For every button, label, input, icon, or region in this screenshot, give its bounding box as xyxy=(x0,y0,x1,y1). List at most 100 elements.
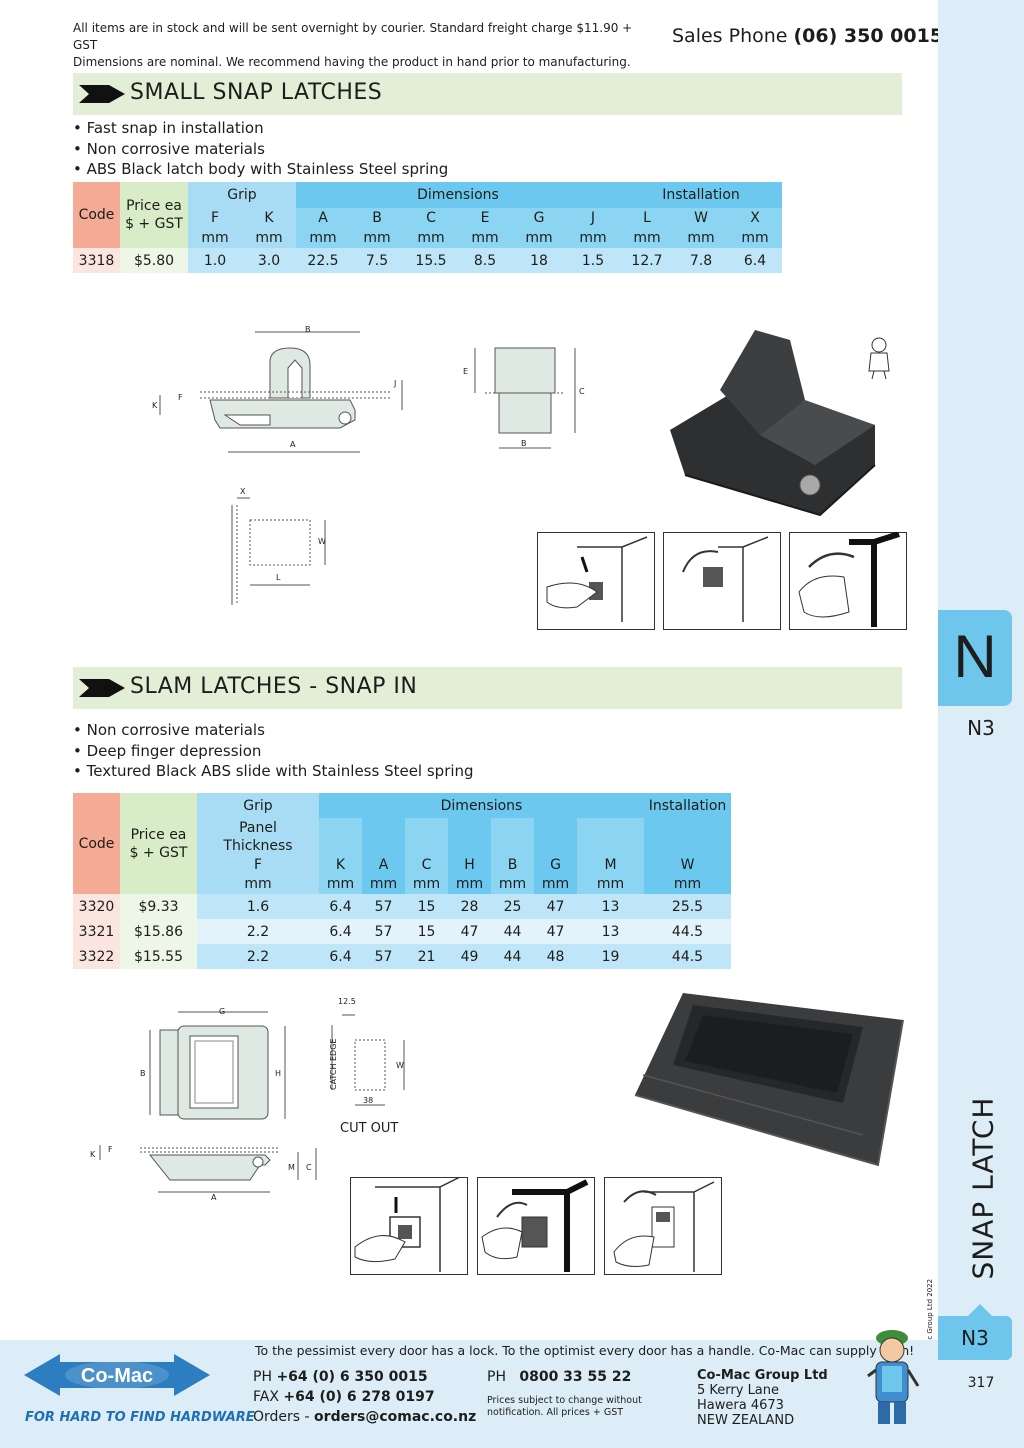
install-step-3 xyxy=(789,532,907,630)
mascot-icon xyxy=(867,1330,920,1424)
cell: 6.4 xyxy=(319,944,362,969)
section-tab[interactable] xyxy=(938,610,1012,706)
col-unit: mm xyxy=(566,228,620,248)
cell-price: $15.86 xyxy=(120,919,197,944)
category-title: SNAP LATCH xyxy=(948,1096,1018,1279)
col-price-label: Price ea xyxy=(126,198,182,214)
bottom-tab-code: N3 xyxy=(961,1326,989,1350)
cell: 21 xyxy=(405,944,448,969)
catch-edge-label: CATCH EDGE xyxy=(329,1039,338,1090)
group-dimensions: Dimensions xyxy=(319,793,644,818)
table-row: 3318 $5.80 1.0 3.0 22.5 7.5 15.5 8.5 18 … xyxy=(73,248,782,273)
dim-label-c: C xyxy=(306,1163,312,1172)
price-note-1: Prices subject to change without xyxy=(487,1395,642,1406)
cell: 13 xyxy=(577,919,644,944)
cell: 13 xyxy=(577,894,644,919)
slam-latch-top-view: G B H xyxy=(140,1007,286,1120)
cell: 15.5 xyxy=(404,248,458,273)
phone-number[interactable]: +64 (0) 6 350 0015 xyxy=(276,1369,428,1385)
cell: 47 xyxy=(534,894,577,919)
section-tab-letter: N xyxy=(953,623,997,690)
table-row: 3322 $15.55 2.2 6.4 57 21 49 44 48 19 44… xyxy=(73,944,731,969)
col-price-gst: $ + GST xyxy=(125,216,183,232)
ph2-label: PH xyxy=(487,1369,506,1385)
cell: 44 xyxy=(491,944,534,969)
footer xyxy=(0,1340,938,1448)
col-unit: mm xyxy=(674,228,728,248)
spacer-cell xyxy=(319,818,362,855)
table-row: 3320 $9.33 1.6 6.4 57 15 28 25 47 13 25.… xyxy=(73,894,731,919)
sales-number[interactable]: (06) 350 0015 xyxy=(793,25,944,47)
cell-code: 3321 xyxy=(73,919,120,944)
cell-code: 3322 xyxy=(73,944,120,969)
col-unit: mm xyxy=(319,874,362,894)
cell: 57 xyxy=(362,944,405,969)
feature-item: • Deep finger depression xyxy=(73,741,262,760)
cell: 7.5 xyxy=(350,248,404,273)
spacer-cell xyxy=(362,818,405,855)
spacer-cell xyxy=(644,818,731,855)
section-header-slam-latches: SLAM LATCHES - SNAP IN xyxy=(73,667,902,709)
cell-code: 3320 xyxy=(73,894,120,919)
cell: 44 xyxy=(491,919,534,944)
col-head: K xyxy=(319,855,362,874)
group-grip: Grip xyxy=(188,182,296,208)
footer-quote: To the pessimist every door has a lock. … xyxy=(255,1343,915,1358)
dim-label-k: K xyxy=(152,401,158,410)
col-unit: mm xyxy=(458,228,512,248)
dim-label-a: A xyxy=(290,440,296,449)
col-unit: mm xyxy=(577,874,644,894)
col-unit: mm xyxy=(534,874,577,894)
slam-latch-side-view: K F A M C xyxy=(90,1145,317,1202)
spacer-cell xyxy=(577,818,644,855)
cell: 57 xyxy=(362,894,405,919)
cell: 49 xyxy=(448,944,491,969)
cell: 22.5 xyxy=(296,248,350,273)
freephone-number[interactable]: 0800 33 55 22 xyxy=(519,1369,632,1385)
install-cutout-drawing: X W L xyxy=(231,487,326,605)
dim-label-12-5: 12.5 xyxy=(338,997,356,1006)
cutout-label: CUT OUT xyxy=(340,1121,399,1136)
slam-latch-photo xyxy=(634,993,904,1167)
dim-label-b: B xyxy=(305,325,311,334)
col-unit: mm xyxy=(197,874,319,894)
address-line: NEW ZEALAND xyxy=(697,1413,795,1428)
cell: 28 xyxy=(448,894,491,919)
install-step-1 xyxy=(350,1177,468,1275)
dim-label-w: W xyxy=(396,1061,404,1070)
cell: 18 xyxy=(512,248,566,273)
address-line: Hawera 4673 xyxy=(697,1398,784,1413)
feature-item: • Non corrosive materials xyxy=(73,721,265,739)
bottom-tab[interactable] xyxy=(938,1316,1012,1360)
side-view-drawing: B A K F J xyxy=(152,325,403,453)
cell: 25.5 xyxy=(644,894,731,919)
address-block: Co-Mac Group Ltd 5 Kerry Lane Hawera 467… xyxy=(697,1368,828,1428)
dim-label-c: C xyxy=(579,387,585,396)
panel-thickness-head: Panel Thickness xyxy=(197,818,319,855)
col-unit: mm xyxy=(362,874,405,894)
dim-label-f: F xyxy=(178,393,183,402)
page-number: 317 xyxy=(967,1375,995,1391)
section-code: N3 xyxy=(967,716,995,740)
cell: 44.5 xyxy=(644,919,731,944)
col-unit: mm xyxy=(404,228,458,248)
orders-email[interactable]: orders@comac.co.nz xyxy=(314,1409,477,1425)
col-code: Code xyxy=(73,793,120,894)
cell-price: $5.80 xyxy=(120,248,188,273)
notice-line-1: All items are in stock and will be sent … xyxy=(73,21,633,52)
col-code: Code xyxy=(73,182,120,248)
feature-item: • Non corrosive materials xyxy=(73,139,265,158)
cell: 2.2 xyxy=(197,944,319,969)
col-head: M xyxy=(577,855,644,874)
dim-label-b2: B xyxy=(521,439,527,448)
cell: 25 xyxy=(491,894,534,919)
col-head: G xyxy=(512,208,566,228)
comac-logo[interactable]: Co-Mac xyxy=(22,1344,212,1406)
group-installation: Installation xyxy=(620,182,782,208)
feature-list: • Non corrosive materials • Deep finger … xyxy=(73,720,474,782)
dim-label-e: E xyxy=(463,367,468,376)
cell: 48 xyxy=(534,944,577,969)
section-title: SMALL SNAP LATCHES xyxy=(130,80,383,105)
col-unit: mm xyxy=(448,874,491,894)
cell: 6.4 xyxy=(319,919,362,944)
